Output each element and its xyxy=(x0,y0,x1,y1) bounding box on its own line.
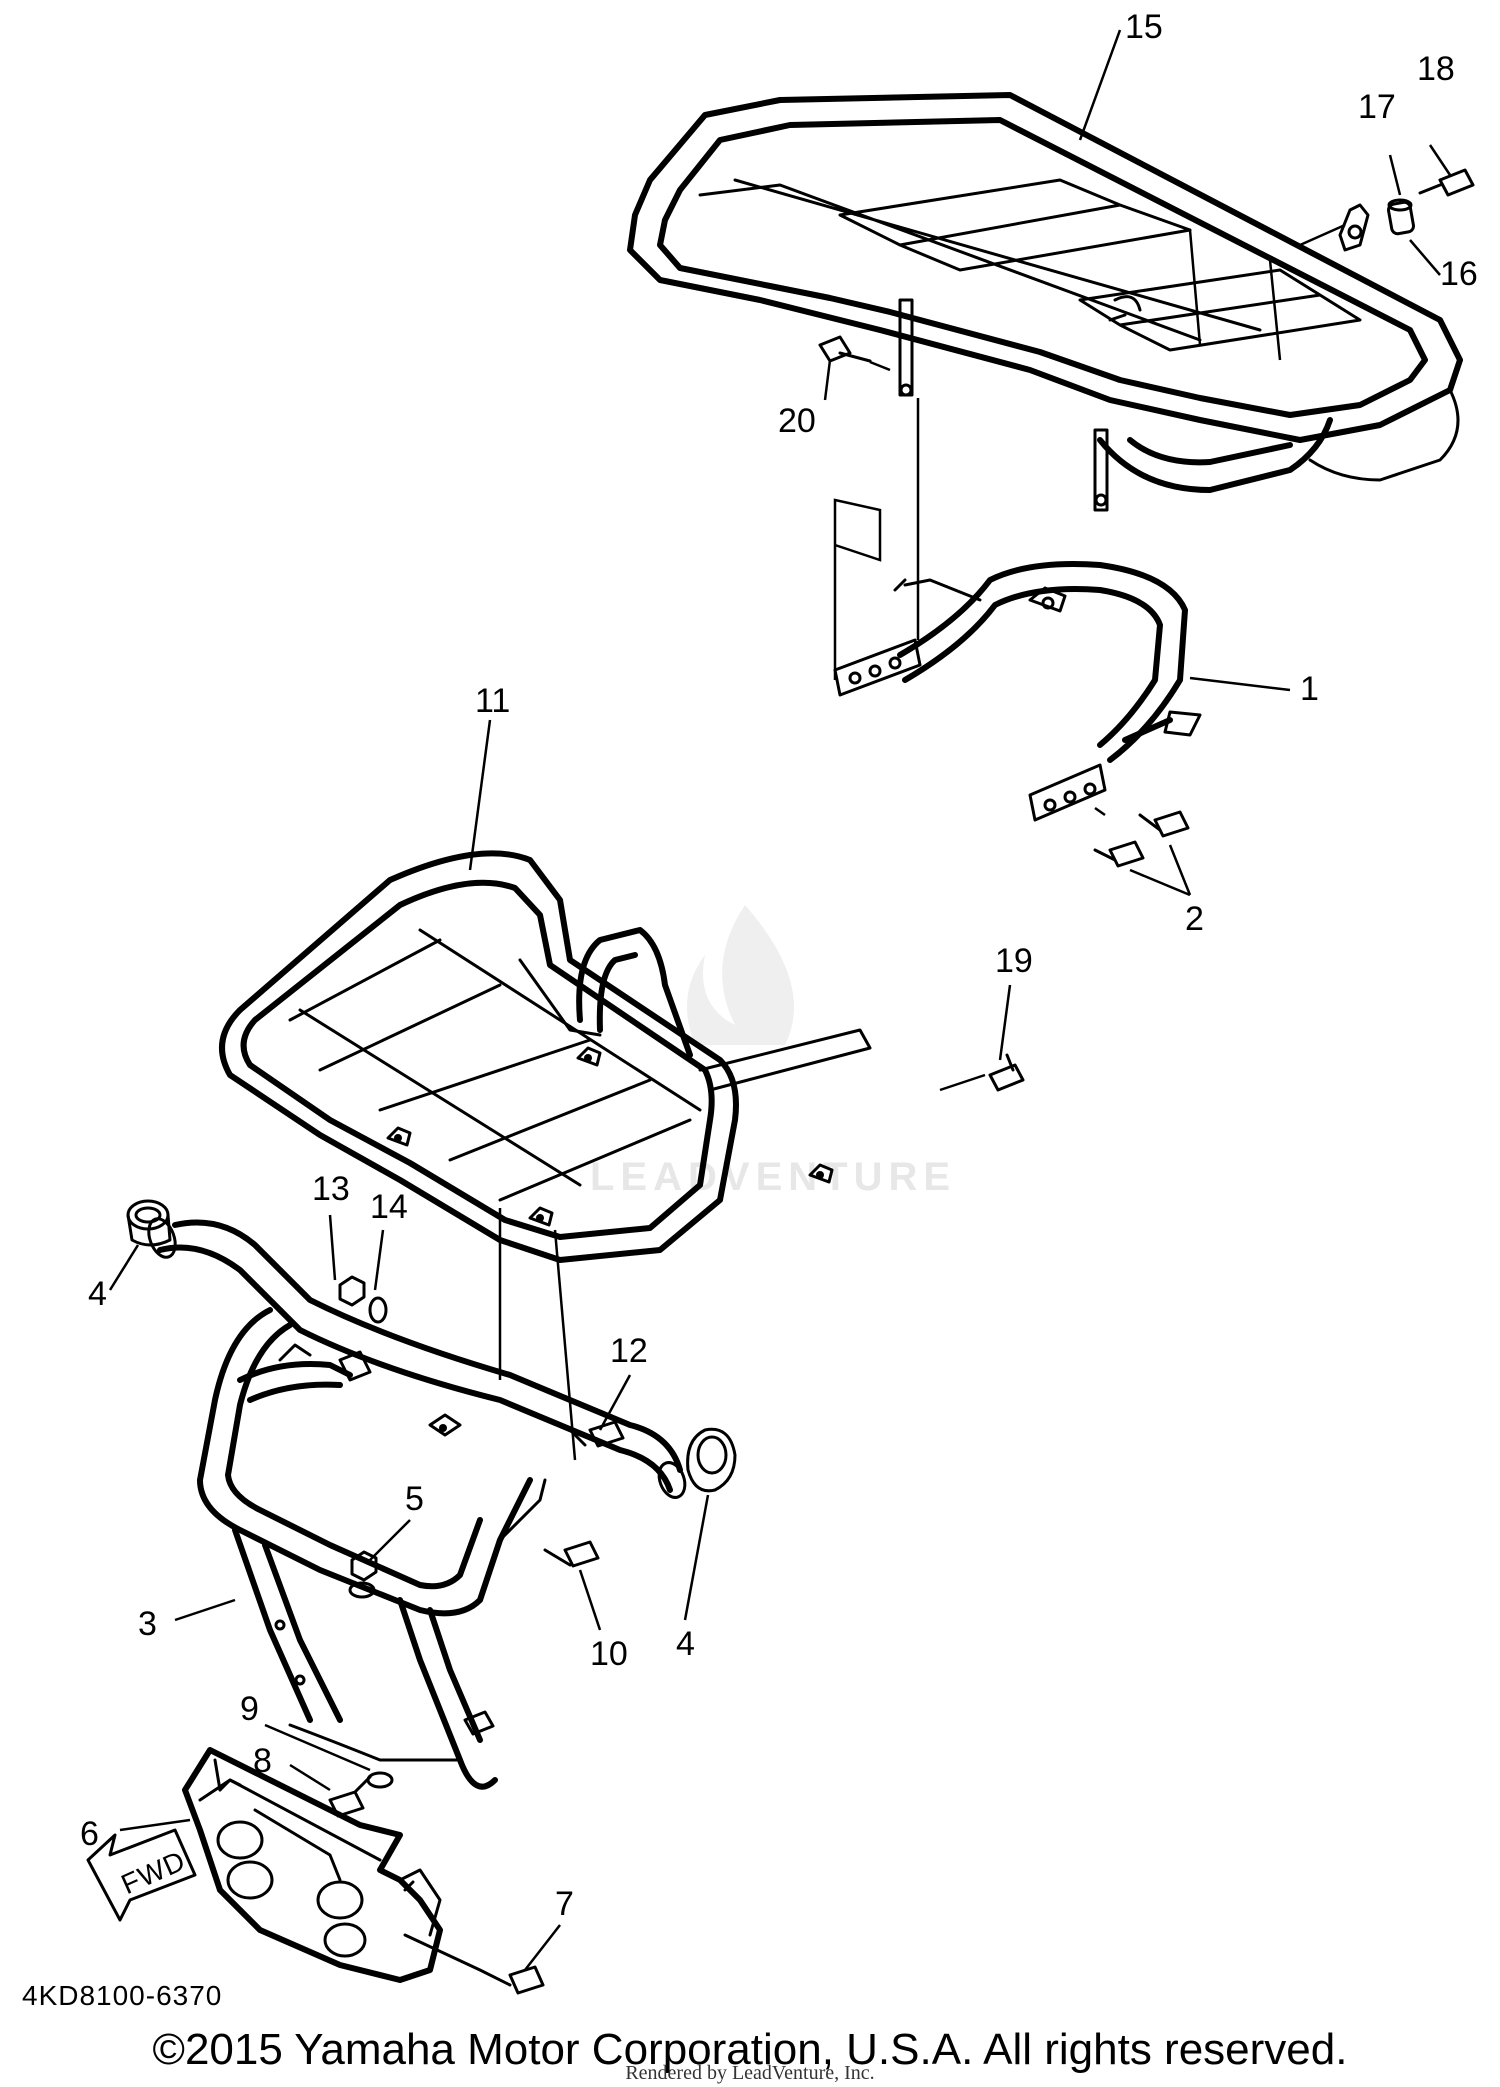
part-code: 4KD8100-6370 xyxy=(22,1980,222,2011)
parts-diagram: LEADVENTURE xyxy=(22,8,1478,2011)
rear-carrier xyxy=(627,92,1463,512)
front-guard xyxy=(147,1217,687,1790)
callout-19: 18 xyxy=(1417,50,1455,88)
callout-10: 10 xyxy=(590,1635,628,1673)
watermark-text: LEADVENTURE xyxy=(590,1155,956,1199)
callout-15: 19 xyxy=(995,942,1033,980)
rendered-by-text: Rendered by LeadVenture, Inc. xyxy=(625,2062,875,2084)
rear-bracket xyxy=(833,398,1202,822)
callout-18: 17 xyxy=(1358,88,1396,126)
callout-8: 8 xyxy=(253,1742,272,1780)
callout-20: 20 xyxy=(778,402,816,440)
callout-5: 5 xyxy=(405,1480,424,1518)
callout-4-left: 4 xyxy=(88,1275,107,1313)
rear-hardware xyxy=(818,168,1475,372)
callout-9: 9 xyxy=(240,1690,259,1728)
copyright-text: ©2015 Yamaha Motor Corporation, U.S.A. A… xyxy=(152,2025,1348,2074)
fwd-arrow: FWD xyxy=(86,1828,197,1922)
callouts: 15 18 17 16 20 1 2 11 19 13 14 4 12 5 3 … xyxy=(80,8,1478,1923)
callout-3: 3 xyxy=(138,1605,157,1643)
callout-2: 2 xyxy=(1185,900,1204,938)
leader-lines xyxy=(108,29,1452,1971)
front-hardware xyxy=(126,1199,737,1818)
bolt-7 xyxy=(403,1933,545,1995)
callout-13: 13 xyxy=(312,1170,350,1208)
callout-14: 14 xyxy=(370,1188,408,1226)
watermark: LEADVENTURE xyxy=(590,905,956,1199)
callout-16: 15 xyxy=(1125,8,1163,46)
callout-17: 16 xyxy=(1440,255,1478,293)
callout-4-right: 4 xyxy=(676,1625,695,1663)
front-carrier xyxy=(219,850,986,1461)
callout-1: 1 xyxy=(1300,670,1319,708)
callout-12: 12 xyxy=(610,1332,648,1370)
skid-plate xyxy=(182,1747,443,1983)
callout-11: 11 xyxy=(475,682,510,720)
callout-6: 6 xyxy=(80,1815,99,1853)
bolts-2 xyxy=(1093,806,1190,868)
callout-7: 7 xyxy=(555,1885,574,1923)
